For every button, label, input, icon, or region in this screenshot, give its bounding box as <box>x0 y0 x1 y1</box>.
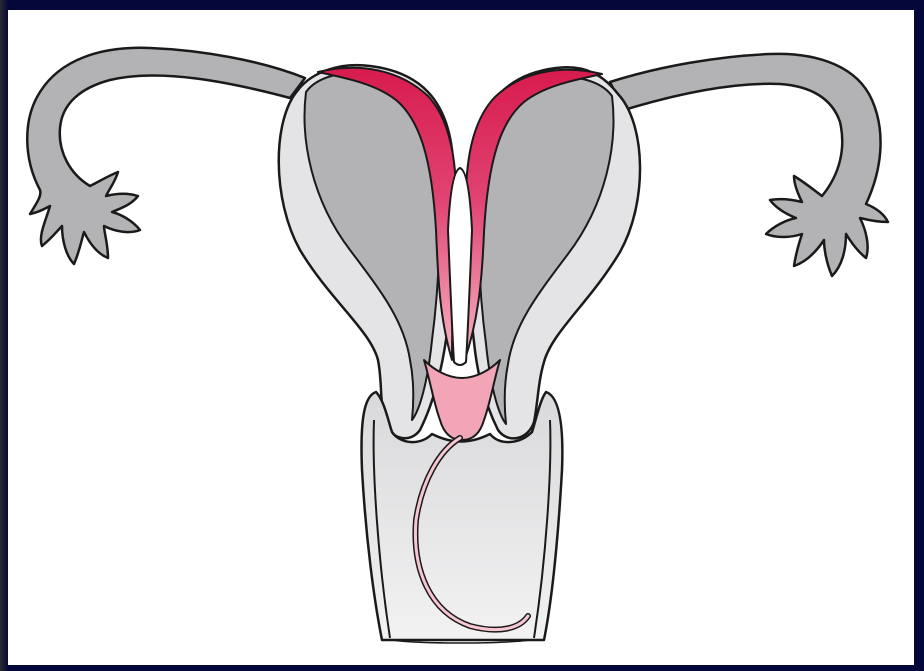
right-fallopian-tube <box>610 54 888 276</box>
cervical-canal <box>424 360 500 440</box>
uterine-septum-gap <box>448 168 472 365</box>
left-fallopian-tube <box>27 48 305 264</box>
